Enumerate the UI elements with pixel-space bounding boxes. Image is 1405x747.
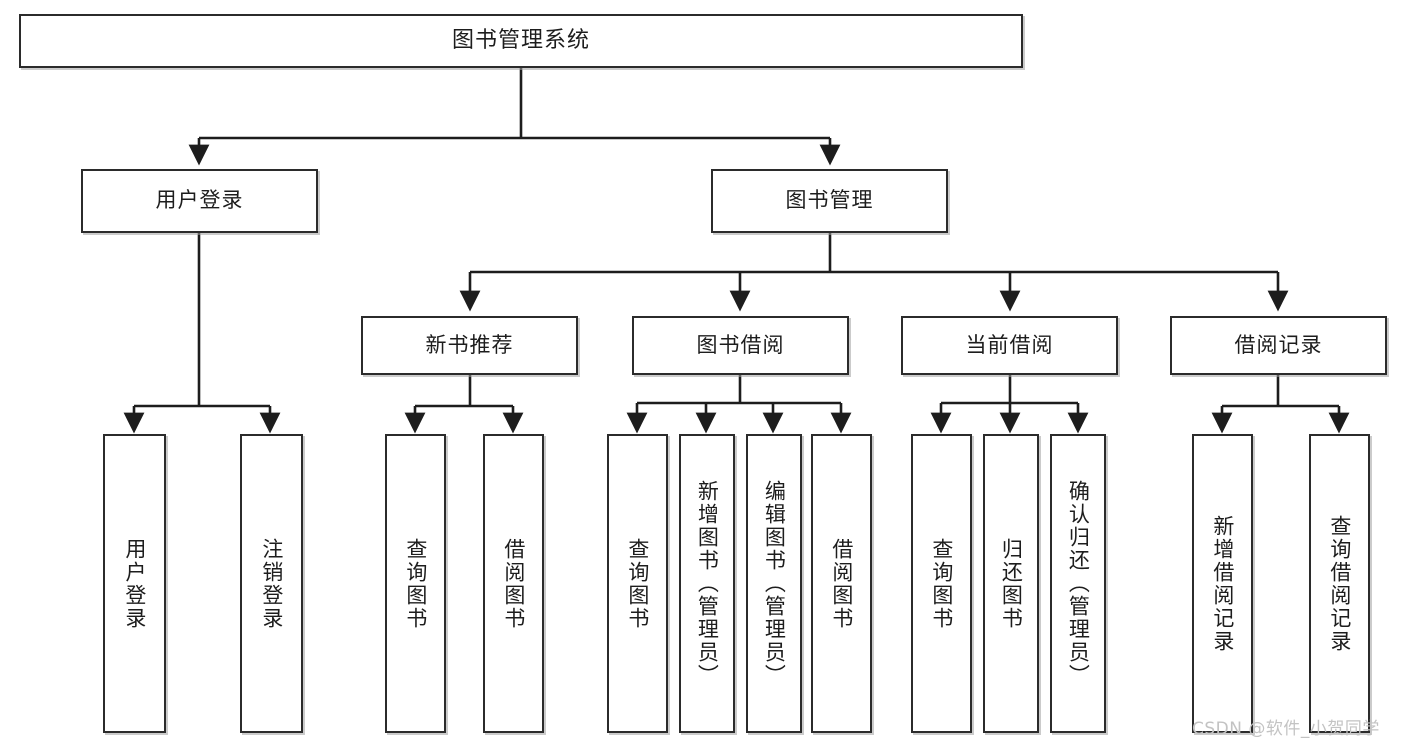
node-leaf-edit-book-label: 编辑图书（管理员）: [762, 480, 787, 687]
node-borrow-record-label: 借阅记录: [1234, 332, 1323, 357]
node-book-borrow[interactable]: 图书借阅: [632, 316, 849, 375]
node-leaf-add-book[interactable]: 新增图书（管理员）: [679, 434, 735, 733]
node-leaf-query-book-2[interactable]: 查询图书: [607, 434, 668, 733]
node-root-label: 图书管理系统: [451, 27, 590, 53]
node-leaf-query-book-2-label: 查询图书: [625, 537, 650, 630]
node-leaf-borrow-book-2-label: 借阅图书: [829, 537, 854, 630]
node-leaf-borrow-book-1[interactable]: 借阅图书: [483, 434, 544, 733]
node-user-login-label: 用户登录: [155, 188, 244, 213]
node-leaf-confirm-return-label: 确认归还（管理员）: [1066, 480, 1091, 687]
node-leaf-user-login-label: 用户登录: [122, 537, 147, 630]
node-leaf-add-record[interactable]: 新增借阅记录: [1192, 434, 1253, 733]
node-leaf-query-book-3-label: 查询图书: [929, 537, 954, 630]
node-book-management[interactable]: 图书管理: [711, 169, 948, 233]
node-leaf-logout[interactable]: 注销登录: [240, 434, 303, 733]
node-leaf-borrow-book-1-label: 借阅图书: [501, 537, 526, 630]
node-leaf-logout-label: 注销登录: [259, 537, 284, 630]
node-root[interactable]: 图书管理系统: [19, 14, 1023, 68]
node-leaf-return-book-label: 归还图书: [999, 537, 1024, 630]
node-leaf-query-book-1[interactable]: 查询图书: [385, 434, 446, 733]
node-leaf-user-login[interactable]: 用户登录: [103, 434, 166, 733]
node-current-borrow-label: 当前借阅: [965, 332, 1054, 357]
node-leaf-query-record[interactable]: 查询借阅记录: [1309, 434, 1370, 733]
node-book-management-label: 图书管理: [785, 188, 874, 213]
node-new-book-recommend[interactable]: 新书推荐: [361, 316, 578, 375]
node-leaf-add-record-label: 新增借阅记录: [1210, 514, 1235, 653]
node-leaf-query-book-3[interactable]: 查询图书: [911, 434, 972, 733]
node-leaf-query-record-label: 查询借阅记录: [1327, 514, 1352, 653]
node-current-borrow[interactable]: 当前借阅: [901, 316, 1118, 375]
node-new-book-recommend-label: 新书推荐: [425, 332, 514, 357]
node-leaf-query-book-1-label: 查询图书: [403, 537, 428, 630]
node-book-borrow-label: 图书借阅: [696, 332, 785, 357]
node-borrow-record[interactable]: 借阅记录: [1170, 316, 1387, 375]
node-leaf-borrow-book-2[interactable]: 借阅图书: [811, 434, 872, 733]
node-leaf-return-book[interactable]: 归还图书: [983, 434, 1039, 733]
watermark-label: CSDN @软件_小贺同学: [1192, 719, 1380, 739]
node-leaf-edit-book[interactable]: 编辑图书（管理员）: [746, 434, 802, 733]
node-leaf-add-book-label: 新增图书（管理员）: [695, 480, 720, 687]
node-user-login[interactable]: 用户登录: [81, 169, 318, 233]
node-leaf-confirm-return[interactable]: 确认归还（管理员）: [1050, 434, 1106, 733]
